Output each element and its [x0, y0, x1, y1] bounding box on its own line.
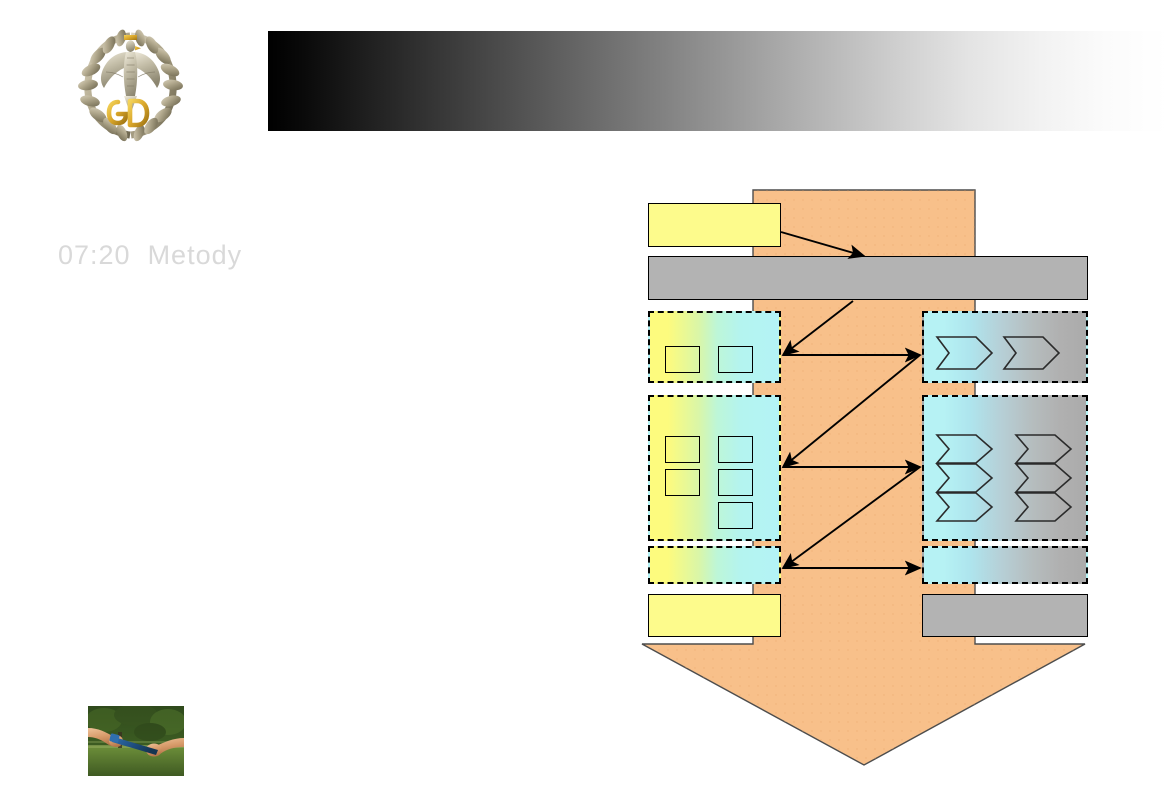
right-panel-2-chevrons — [935, 434, 1073, 522]
left-panel-2 — [648, 395, 781, 541]
left-panel-2-item-3 — [665, 469, 700, 496]
left-header-box — [648, 203, 781, 247]
academy-emblem-icon — [78, 22, 183, 142]
left-panel-2-item-2 — [718, 436, 753, 463]
page-title: 07:20 Metody — [58, 240, 243, 270]
right-panel-1 — [922, 311, 1088, 383]
left-panel-2-item-4 — [718, 469, 753, 496]
right-header-bar — [648, 256, 1088, 300]
right-panel-1-chevrons — [935, 336, 1061, 370]
left-footer-box — [648, 594, 781, 637]
right-panel-3 — [922, 546, 1088, 584]
left-panel-2-item-1 — [665, 436, 700, 463]
left-panel-1-item-2 — [718, 346, 753, 373]
grayscale-gradient-bar — [268, 31, 1168, 131]
relay-baton-handoff-photo — [88, 706, 184, 776]
right-panel-2 — [922, 395, 1088, 541]
left-panel-1-item-1 — [665, 346, 700, 373]
right-footer-box — [922, 594, 1088, 637]
left-panel-1 — [648, 311, 781, 383]
left-panel-3 — [648, 546, 781, 584]
left-panel-2-item-5 — [718, 502, 753, 529]
